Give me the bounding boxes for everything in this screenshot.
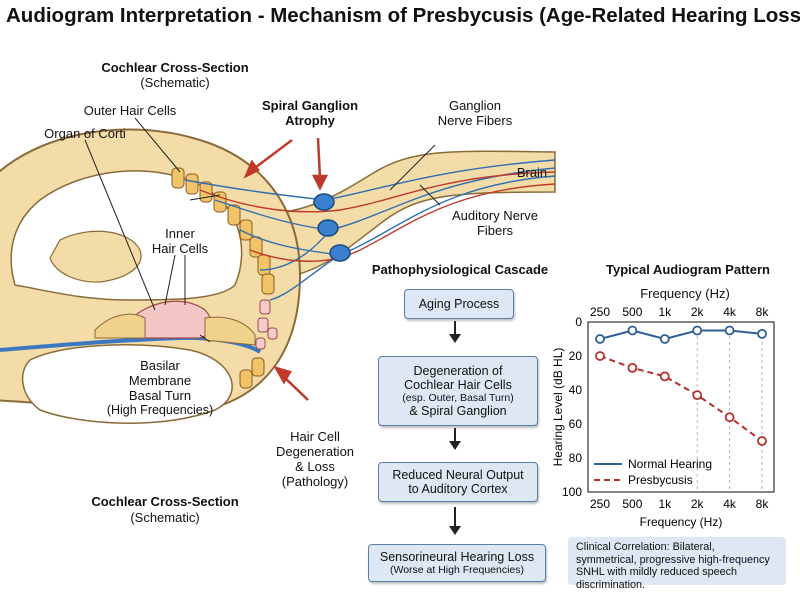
audiogram-title: Typical Audiogram Pattern [606,262,770,277]
cochlea-header-title: Cochlear Cross-Section [101,60,249,75]
outer-hair-cells-label: Outer Hair Cells [83,103,177,118]
cascade-arrowhead-3 [449,526,461,535]
cascade-arrow-3 [454,507,456,527]
audiogram-ytick: 40 [569,383,583,397]
audiogram-series-point-1 [659,334,670,344]
basilar-label-line3: Basal Turn [128,388,192,403]
audiogram-series-point-2 [627,363,638,373]
cascade-step-neural-line2: to Auditory Cortex [408,482,508,496]
cascade-arrow-2 [454,428,456,442]
audiogram-xtick-top: 1k [658,305,672,319]
audiogram-series-point-1 [757,329,767,339]
audiogram-series-point-2 [757,436,767,446]
cascade-step-neural: Reduced Neural Output to Auditory Cortex [378,462,538,502]
audiogram-xlabel-top: Frequency (Hz) [640,286,730,301]
audiogram-ytick: 100 [562,485,582,499]
basilar-label-line4: (High Frequencies) [106,403,214,417]
audiogram-ytick: 0 [575,315,582,329]
audiogram-xtick-top: 500 [622,305,642,319]
audiogram-xtick-bottom: 1k [658,497,672,511]
cascade-arrow-1 [454,321,456,335]
page-title: Audiogram Interpretation - Mechanism of … [6,4,800,27]
degeneration-label-line2: Degeneration [275,444,355,459]
cascade-step-aging-text: Aging Process [418,297,500,311]
basilar-label-line2: Membrane [128,373,192,388]
audiogram-legend-label-1: Normal Hearing [628,457,712,471]
cascade-step-neural-line1: Reduced Neural Output [392,468,524,482]
degeneration-label-line4: (Pathology) [281,474,349,489]
audiogram-series-point-2 [724,412,735,423]
audiogram-xtick-bottom: 250 [590,497,610,511]
cascade-step-degeneration-line2: Cochlear Hair Cells [404,378,512,392]
audiogram-series-line-2 [599,355,763,442]
cochlea-footer-title: Cochlear Cross-Section [91,494,239,509]
audiogram-ytick: 80 [569,451,583,465]
audiogram-xtick-top: 8k [756,305,770,319]
ganglion-nerve-label-line2: Nerve Fibers [437,113,513,128]
audiogram-series-point-2 [659,371,670,382]
clinical-correlation-note: Clinical Correlation: Bilateral, symmetr… [568,537,786,591]
audiogram-series-point-2 [595,351,605,361]
audiogram-xtick-bottom: 500 [622,497,642,511]
inner-hair-label-line1: Inner [165,226,195,241]
cascade-step-degeneration-line1: Degeneration of [413,364,503,378]
audiogram-xlabel: Frequency (Hz) [640,515,723,529]
cascade-step-snhl: Sensorineural Hearing Loss (Worse at Hig… [368,544,546,582]
audiogram-series-point-2 [692,390,703,400]
audiogram-series-point-1 [595,334,605,344]
cascade-step-snhl-small: (Worse at High Frequencies) [389,564,525,576]
cochlea-illustration [0,117,556,424]
audiogram-ylabel: Hearing Level (dB HL) [551,348,565,467]
audiogram-series-point-1 [724,325,735,336]
audiogram-chart: 250 500 1k 2k 4k 8k 250 500 1k 2k 4k 8k 0 20 40 60 80 1… [551,305,775,529]
cascade-arrowhead-1 [449,334,461,343]
ganglion-nerve-label-line1: Ganglion [448,98,502,113]
brain-label: Brain [516,165,548,180]
degeneration-label-line1: Hair Cell [290,429,340,444]
audiogram-legend-label-2: Presbycusis [628,473,693,487]
audiogram-xtick-top: 2k [691,305,705,319]
audiogram-xtick-bottom: 4k [723,497,737,511]
cascade-step-degeneration: Degeneration of Cochlear Hair Cells (esp… [378,356,538,426]
auditory-nerve-label-line2: Fibers [476,223,514,238]
cascade-arrowhead-2 [449,441,461,450]
spiral-ganglion-label-line1: Spiral Ganglion [261,98,359,113]
audiogram-xtick-bottom: 8k [756,497,770,511]
inner-hair-label-line2: Hair Cells [151,241,209,256]
audiogram-series-line-1 [599,329,763,341]
audiogram-xtick-top: 4k [723,305,737,319]
audiogram-series-point-1 [627,325,638,336]
spiral-ganglion-label-line2: Atrophy [285,113,335,128]
cascade-step-degeneration-small: (esp. Outer, Basal Turn) [402,392,514,404]
auditory-nerve-label-line1: Auditory Nerve [452,208,538,223]
audiogram-xtick-bottom: 2k [691,497,705,511]
organ-of-corti-label: Organ of Corti [44,126,126,141]
cochlea-footer-sub: (Schematic) [130,510,200,525]
cascade-step-aging: Aging Process [404,289,514,319]
audiogram-series-point-1 [692,325,703,336]
cascade-title: Pathophysiological Cascade [371,262,549,277]
basilar-label-line1: Basilar [140,358,180,373]
cascade-step-degeneration-line3: & Spiral Ganglion [409,404,507,418]
degeneration-label-line3: & Loss [295,459,335,474]
audiogram-ytick: 60 [569,417,583,431]
cochlea-header-sub: (Schematic) [140,75,210,90]
audiogram-xtick-top: 250 [590,305,610,319]
cascade-step-snhl-line1: Sensorineural Hearing Loss [379,550,535,564]
audiogram-ytick: 20 [569,349,583,363]
